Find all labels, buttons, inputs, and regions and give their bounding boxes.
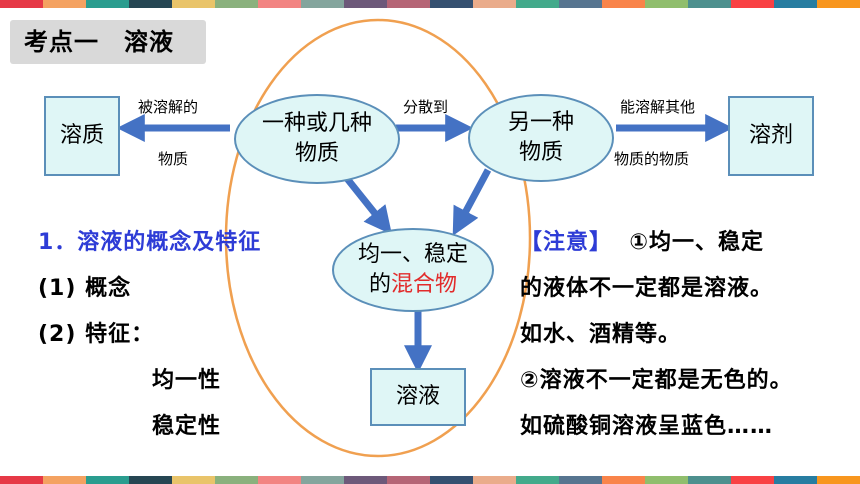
- stripe-segment: [387, 476, 430, 484]
- node-b-line1: 另一种: [507, 110, 574, 135]
- stripe-segment: [473, 476, 516, 484]
- feature-label: (2) 特征：: [38, 322, 155, 347]
- node-mix-line2: 的混合物: [358, 270, 468, 300]
- note-line3: 如水、酒精等。: [520, 322, 682, 347]
- stripe-segment: [0, 0, 43, 8]
- stripe-segment: [0, 476, 43, 484]
- edge-label-dissolved-bottom: 物质: [158, 150, 189, 168]
- node-mixture: 均一、稳定 的混合物: [332, 228, 494, 312]
- stripe-segment: [602, 0, 645, 8]
- stripe-segment: [473, 0, 516, 8]
- node-mix-line1: 均一、稳定: [357, 242, 468, 267]
- trait-stability: 稳定性: [152, 414, 222, 439]
- stripe-segment: [731, 0, 774, 8]
- stripe-segment: [774, 0, 817, 8]
- edge-label-can-dissolve-top: 能溶解其他: [620, 98, 696, 116]
- stripe-segment: [731, 476, 774, 484]
- note-line1-text: ①均一、稳定: [629, 230, 764, 255]
- node-one-or-more-substances: 一种或几种 物质: [234, 94, 400, 184]
- slide-title: 考点一 溶液: [10, 20, 206, 64]
- node-mix-prefix: 的: [368, 272, 391, 297]
- edge-label-can-dissolve-bottom: 物质的物质: [614, 150, 690, 168]
- stripe-segment: [559, 0, 602, 8]
- stripe-segment: [602, 476, 645, 484]
- stripe-segment: [688, 476, 731, 484]
- stripe-segment: [172, 476, 215, 484]
- note-line5: 如硫酸铜溶液呈蓝色……: [520, 414, 774, 439]
- stripe-segment: [86, 476, 129, 484]
- stripe-segment: [387, 0, 430, 8]
- note-line2: 的液体不一定都是溶液。: [520, 276, 774, 301]
- edge-label-dissolved-top: 被溶解的: [138, 98, 199, 116]
- stripe-segment: [516, 0, 559, 8]
- stripe-segment: [344, 0, 387, 8]
- stripe-segment: [258, 0, 301, 8]
- stripe-segment: [817, 476, 860, 484]
- bottom-color-stripe: [0, 476, 860, 484]
- node-solution: 溶液: [370, 368, 466, 426]
- node-solute: 溶质: [44, 96, 120, 176]
- node-a-line2: 物质: [294, 141, 339, 166]
- stripe-segment: [301, 476, 344, 484]
- node-solvent: 溶剂: [728, 96, 814, 176]
- stripe-segment: [215, 476, 258, 484]
- edge-label-disperse: 分散到: [403, 98, 449, 116]
- arrow-b-to-mix: [452, 168, 492, 236]
- stripe-segment: [129, 476, 172, 484]
- stripe-segment: [688, 0, 731, 8]
- trait-uniformity: 均一性: [152, 368, 222, 393]
- stripe-segment: [258, 476, 301, 484]
- stripe-segment: [516, 476, 559, 484]
- note-heading: 【注意】: [520, 230, 613, 255]
- stripe-segment: [172, 0, 215, 8]
- node-mix-highlight: 混合物: [390, 272, 457, 297]
- stripe-segment: [559, 476, 602, 484]
- concept-label: (1) 概念: [38, 276, 132, 301]
- stripe-segment: [430, 0, 473, 8]
- highlight-circle: [224, 18, 532, 458]
- note-line4: ②溶液不一定都是无色的。: [520, 368, 793, 393]
- stripe-segment: [645, 476, 688, 484]
- stripe-segment: [344, 476, 387, 484]
- stripe-segment: [430, 476, 473, 484]
- stripe-segment: [129, 0, 172, 8]
- stripe-segment: [215, 0, 258, 8]
- stripe-segment: [301, 0, 344, 8]
- stripe-segment: [43, 476, 86, 484]
- stripe-segment: [774, 476, 817, 484]
- stripe-segment: [645, 0, 688, 8]
- note-line1: 【注意】 ①均一、稳定: [520, 224, 764, 256]
- node-another-substance: 另一种 物质: [468, 94, 614, 182]
- node-a-line1: 一种或几种: [261, 111, 372, 136]
- arrow-a-to-mix: [342, 173, 392, 235]
- node-b-line2: 物质: [518, 140, 563, 165]
- stripe-segment: [86, 0, 129, 8]
- concept-heading: 1．溶液的概念及特征: [38, 230, 262, 255]
- top-color-stripe: [0, 0, 860, 8]
- stripe-segment: [43, 0, 86, 8]
- stripe-segment: [817, 0, 860, 8]
